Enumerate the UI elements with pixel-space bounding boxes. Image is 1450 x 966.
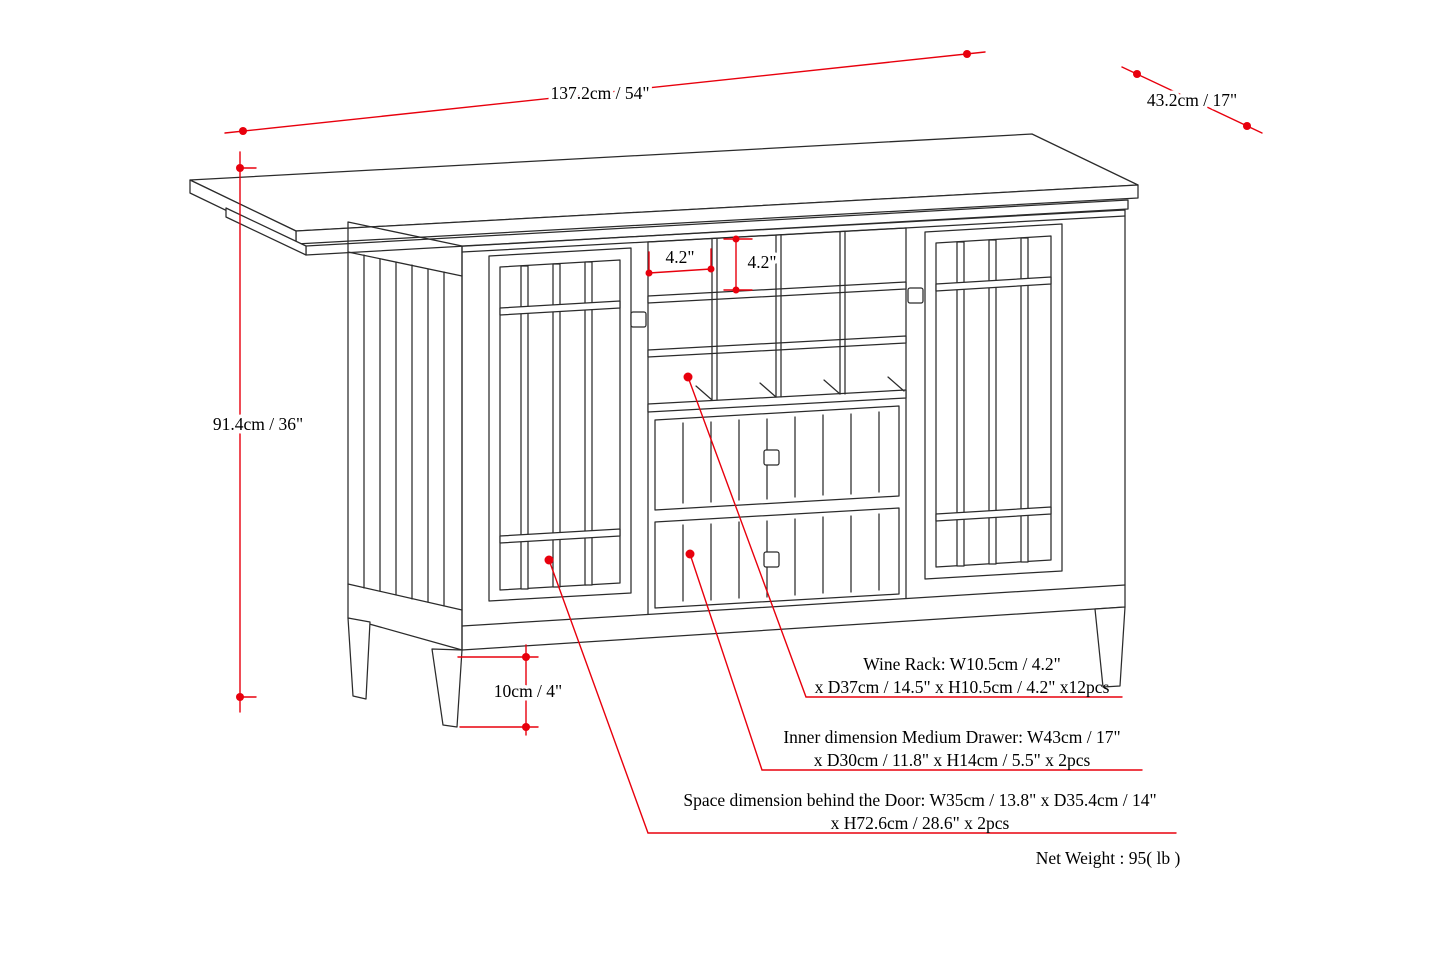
medium-drawer-annotation-line1: Inner dimension Medium Drawer: W43cm / 1… [783, 727, 1120, 747]
wine-rack-annotation-line1: Wine Rack: W10.5cm / 4.2" [863, 654, 1061, 674]
wine-rack-annotation-line2: x D37cm / 14.5" x H10.5cm / 4.2" x12pcs [815, 677, 1110, 697]
wine-cell-height-dimension: 4.2" [723, 235, 780, 294]
left-door-knob [630, 311, 647, 328]
left-side-panel [347, 221, 463, 651]
drawer-bottom-knob [763, 551, 780, 568]
door-space-annotation: Space dimension behind the Door: W35cm /… [544, 555, 1177, 834]
left-door [488, 247, 647, 602]
leg-height-dimension: 10cm / 4" [457, 644, 566, 736]
top-width-dimension: 137.2cm / 54" [224, 50, 986, 135]
top-depth-dimension-label: 43.2cm / 17" [1147, 90, 1237, 110]
drawer-top-knob [763, 449, 780, 466]
height-dimension: 91.4cm / 36" [209, 151, 307, 713]
drawer-bottom-planks [682, 513, 880, 602]
door-space-annotation-line1: Space dimension behind the Door: W35cm /… [683, 790, 1156, 810]
top-depth-dimension: 43.2cm / 17" [1121, 66, 1263, 134]
drawer-bottom [654, 507, 900, 609]
cabinet-top [189, 133, 1139, 256]
top-width-dimension-label: 137.2cm / 54" [550, 83, 649, 103]
left-door-muntins [499, 261, 621, 590]
medium-drawer-annotation: Inner dimension Medium Drawer: W43cm / 1… [685, 549, 1143, 771]
medium-drawer-annotation-line2: x D30cm / 11.8" x H14cm / 5.5" x 2pcs [814, 750, 1091, 770]
cabinet-drawing [189, 133, 1139, 728]
back-left-leg [347, 617, 371, 700]
wine-rack [647, 227, 907, 413]
right-door-muntins [935, 237, 1052, 567]
wine-cell-width-label: 4.2" [665, 247, 694, 267]
leg-height-dimension-label: 10cm / 4" [494, 681, 562, 701]
side-panel-slats [363, 254, 445, 607]
front-left-leg [431, 648, 463, 728]
wine-rack-dividers [711, 231, 846, 401]
wine-cell-width-dimension: 4.2" [645, 244, 715, 277]
right-door-knob [907, 287, 924, 304]
wine-rack-depth-lines [695, 376, 905, 401]
net-weight-label: Net Weight : 95( lb ) [1036, 848, 1181, 868]
drawer-top-planks [682, 411, 880, 504]
dimension-annotations: 137.2cm / 54" 43.2cm / 17" 91.4cm / 36" … [209, 50, 1263, 868]
front-right-leg [1094, 606, 1126, 688]
legs [347, 606, 1126, 728]
wine-rack-annotation: Wine Rack: W10.5cm / 4.2" x D37cm / 14.5… [683, 372, 1123, 698]
right-door [907, 223, 1063, 580]
height-dimension-label: 91.4cm / 36" [213, 414, 303, 434]
door-space-annotation-line2: x H72.6cm / 28.6" x 2pcs [831, 813, 1010, 833]
drawer-top [654, 405, 900, 511]
wine-cell-height-label: 4.2" [747, 252, 776, 272]
